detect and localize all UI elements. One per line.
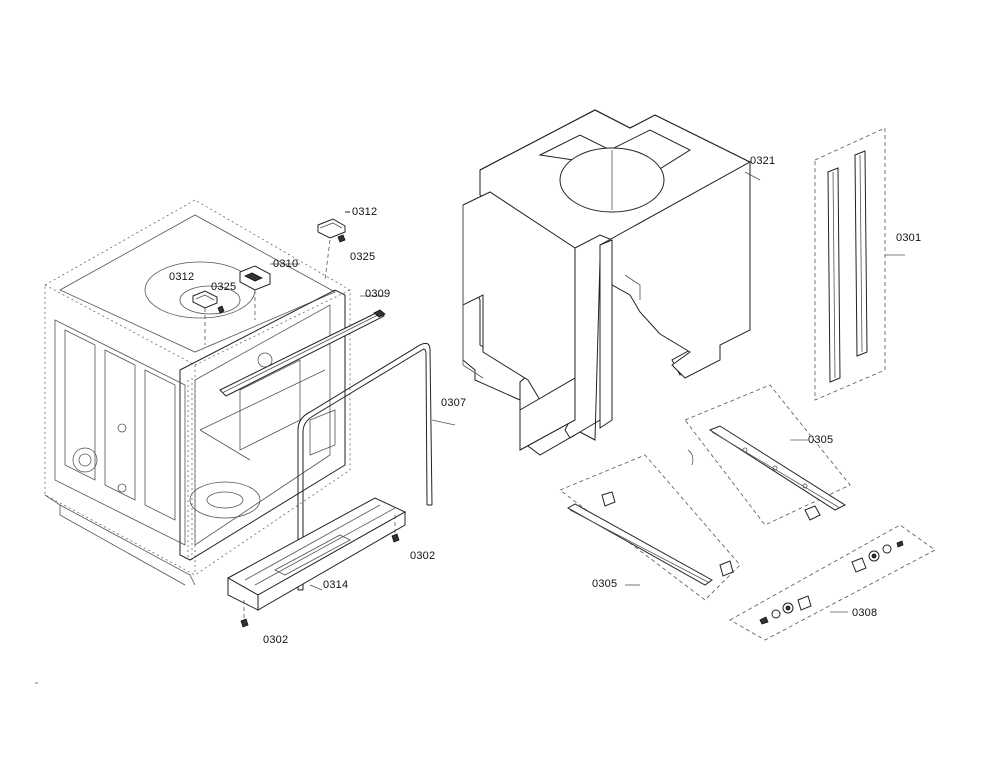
insulation-0321 bbox=[462, 109, 761, 456]
label-0314: 0314 bbox=[323, 579, 349, 591]
rails-0301 bbox=[814, 127, 905, 401]
label-0305-left: 0305 bbox=[592, 578, 618, 590]
rail-0305-right bbox=[684, 384, 851, 526]
tub-frame bbox=[44, 199, 351, 586]
label-0301: 0301 bbox=[896, 232, 922, 244]
label-0305-right: 0305 bbox=[808, 434, 834, 446]
screw-0302-bottom bbox=[240, 600, 249, 628]
hardware-0308 bbox=[729, 524, 936, 641]
screw-0302-right bbox=[391, 515, 400, 543]
label-0312-left: 0312 bbox=[169, 271, 195, 283]
bracket-0312-top bbox=[317, 211, 350, 239]
tray-0314 bbox=[226, 497, 407, 611]
rail-0305-left bbox=[559, 454, 741, 601]
label-0307: 0307 bbox=[441, 397, 467, 409]
label-0321: 0321 bbox=[750, 155, 776, 167]
label-0309: 0309 bbox=[365, 288, 391, 300]
label-0308: 0308 bbox=[852, 607, 878, 619]
screw-0325-left bbox=[217, 305, 225, 314]
rail-0309 bbox=[219, 295, 386, 397]
label-0312-top: 0312 bbox=[352, 206, 378, 218]
gasket-0307 bbox=[297, 342, 456, 591]
label-0310: 0310 bbox=[273, 258, 299, 270]
label-0325-top: 0325 bbox=[350, 251, 376, 263]
bracket-0312-left bbox=[192, 290, 218, 309]
label-0302-bottom: 0302 bbox=[263, 634, 289, 646]
label-0325-left: 0325 bbox=[211, 281, 237, 293]
label-0302-right: 0302 bbox=[410, 550, 436, 562]
bracket-0310 bbox=[239, 263, 300, 291]
screw-0325-top bbox=[337, 234, 346, 243]
